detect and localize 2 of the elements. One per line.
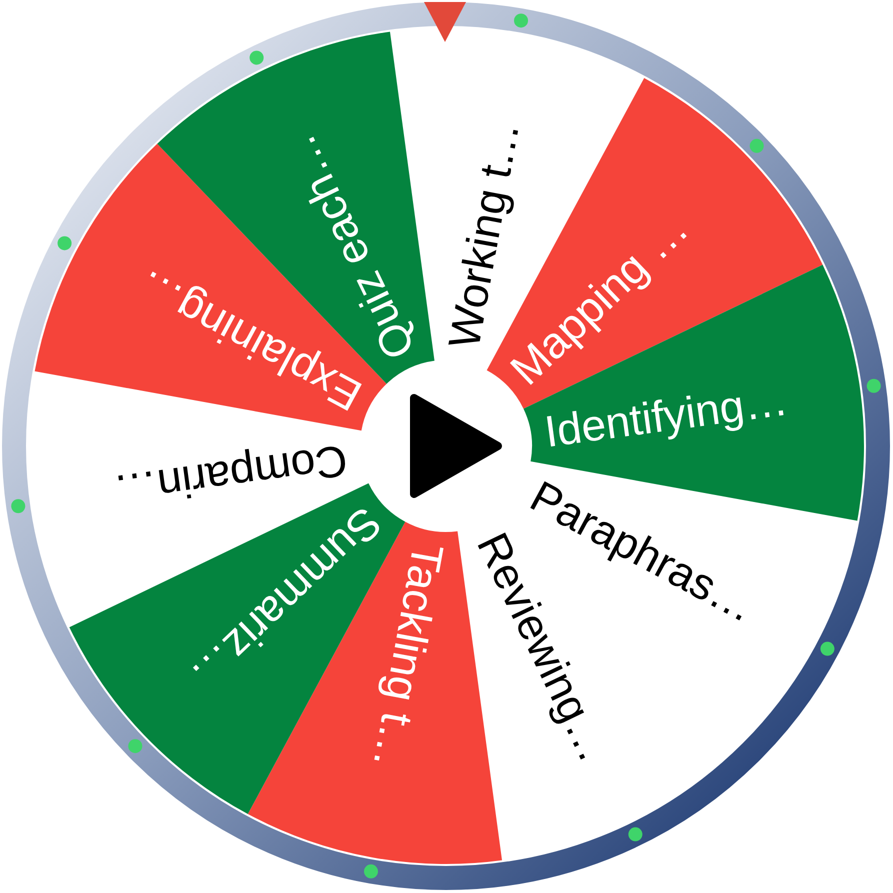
slice-label: Identifying… <box>542 376 791 457</box>
slice-label: Comparin… <box>110 435 350 516</box>
